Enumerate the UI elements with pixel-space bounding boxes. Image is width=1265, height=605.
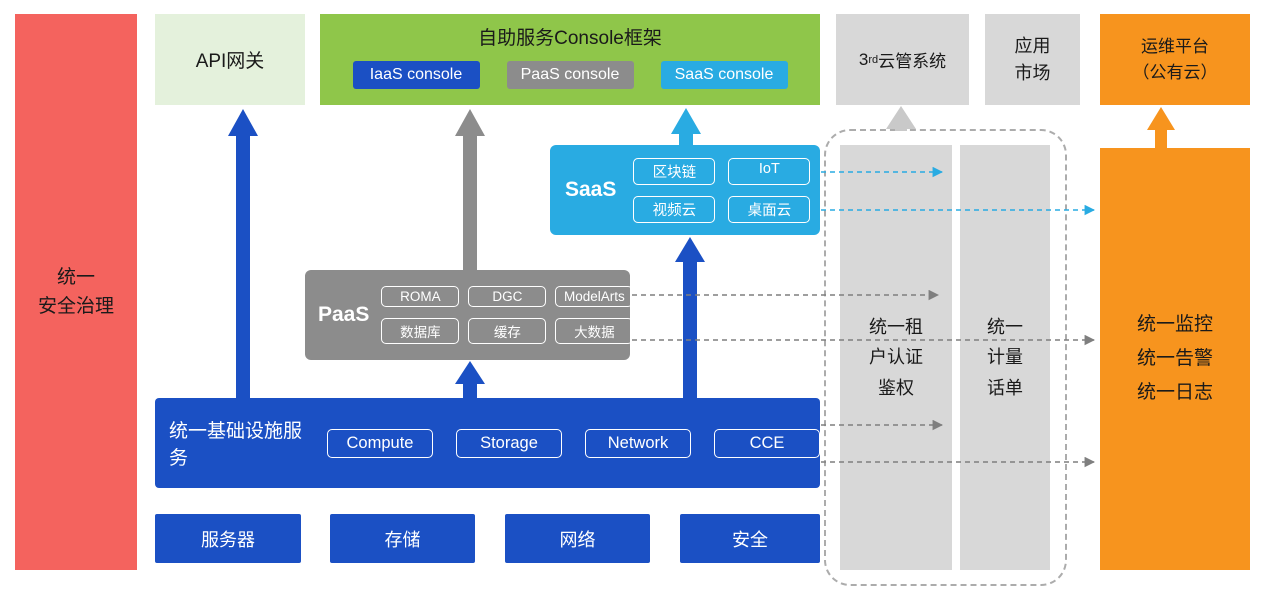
arrow-monitor-to-ops-platform <box>1147 107 1175 148</box>
app-market-box: 应用 市场 <box>985 14 1080 105</box>
saas-box: SaaS 区块链 IoT 视频云 桌面云 <box>550 145 820 235</box>
saas-console-button: SaaS console <box>660 61 788 89</box>
paas-label: PaaS <box>318 303 370 326</box>
ops-platform-box: 运维平台 （公有云） <box>1100 14 1250 105</box>
console-framework-title: 自助服务Console框架 <box>478 28 662 49</box>
paas-chip-roma: ROMA <box>381 286 460 307</box>
paas-chip-dgc: DGC <box>468 286 547 307</box>
paas-chip-modelarts: ModelArts <box>555 286 634 307</box>
security-governance-bar: 统一 安全治理 <box>15 14 137 570</box>
arrow-rails-to-third-party <box>886 106 916 131</box>
metering-billing-rail: 统一 计量 话单 <box>960 145 1050 570</box>
saas-chip-blockchain: 区块链 <box>633 157 716 185</box>
monitoring-alarm-log-box: 统一监控 统一告警 统一日志 <box>1100 148 1250 570</box>
arrow-infra-to-api-gateway <box>228 109 258 398</box>
infra-chip-network: Network <box>585 428 691 458</box>
rails-dashed-container <box>824 129 1067 586</box>
hardware-box-storage: 存储 <box>330 514 475 563</box>
infra-chip-compute: Compute <box>327 428 433 458</box>
saas-chip-video-cloud: 视频云 <box>633 195 716 223</box>
paas-chip-database: 数据库 <box>381 318 460 344</box>
hardware-box-server: 服务器 <box>155 514 301 563</box>
arrow-paas-to-console <box>455 109 485 270</box>
saas-chip-iot: IoT <box>728 157 811 185</box>
paas-console-button: PaaS console <box>506 61 634 89</box>
hardware-box-security: 安全 <box>680 514 820 563</box>
console-buttons-row: IaaS console PaaS console SaaS console <box>320 61 820 89</box>
console-framework-box: 自助服务Console框架 IaaS console PaaS console … <box>320 14 820 105</box>
infra-chip-storage: Storage <box>456 428 562 458</box>
saas-chips: 区块链 IoT 视频云 桌面云 <box>633 157 811 223</box>
paas-chips: ROMA DGC ModelArts 数据库 缓存 大数据 <box>381 286 634 344</box>
paas-chip-cache: 缓存 <box>468 318 547 344</box>
paas-chip-bigdata: 大数据 <box>555 318 634 344</box>
third-party-label-rest: 云管系统 <box>878 52 947 71</box>
third-party-label-base: 3 <box>858 49 869 69</box>
infrastructure-service-label: 统一基础设施服务 <box>169 421 303 469</box>
saas-label: SaaS <box>565 178 617 201</box>
arrow-saas-to-console <box>671 108 701 145</box>
infrastructure-service-bar: 统一基础设施服务 Compute Storage Network CCE <box>155 398 820 488</box>
hardware-box-network: 网络 <box>505 514 650 563</box>
api-gateway-box: API网关 <box>155 14 305 105</box>
arrow-infra-to-paas <box>455 361 485 398</box>
tenant-auth-rail: 统一租 户认证 鉴权 <box>840 145 952 570</box>
iaas-console-button: IaaS console <box>352 61 480 89</box>
saas-chip-desktop-cloud: 桌面云 <box>728 195 811 223</box>
paas-box: PaaS ROMA DGC ModelArts 数据库 缓存 大数据 <box>305 270 634 360</box>
infra-chip-cce: CCE <box>714 428 820 458</box>
arrow-infra-to-saas <box>675 237 705 398</box>
infrastructure-chips: Compute Storage Network CCE <box>327 428 820 458</box>
